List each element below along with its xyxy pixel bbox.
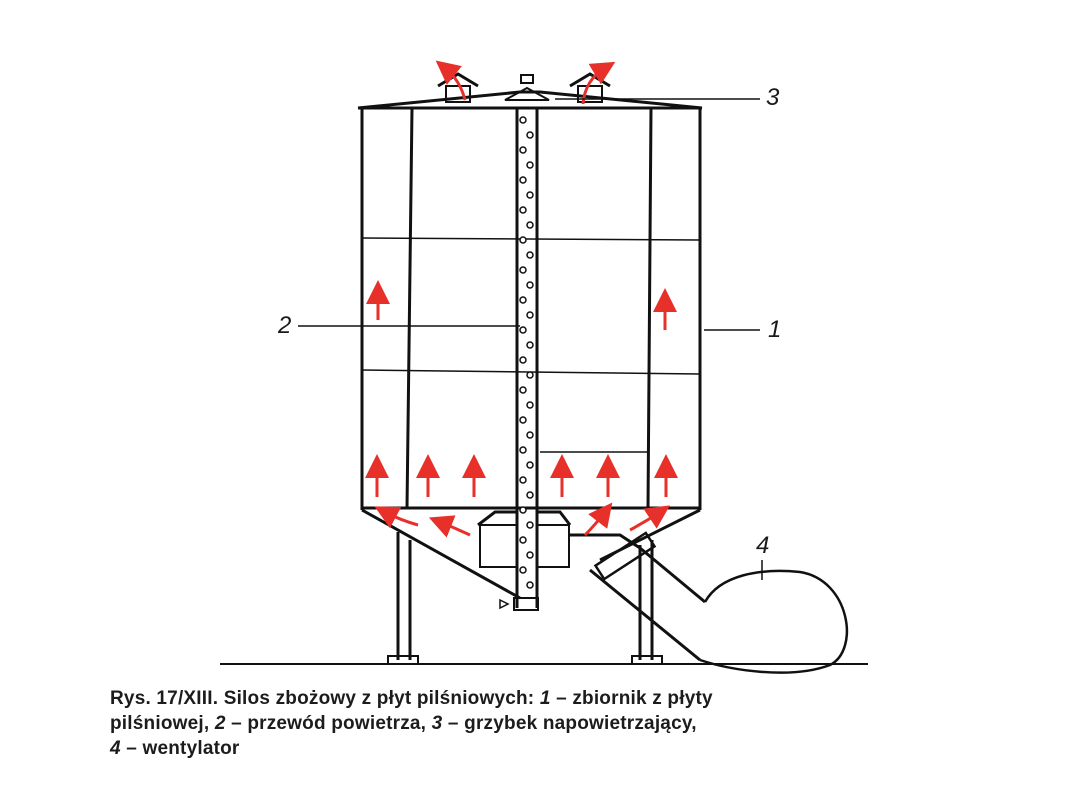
- silo-body: [220, 72, 868, 674]
- duct-perforations: [519, 116, 534, 589]
- label-1: 1: [768, 316, 782, 343]
- airflow-arrows: [365, 60, 678, 538]
- label-4: 4: [756, 532, 770, 559]
- label-3: 3: [766, 84, 780, 111]
- caption-line-1: Rys. 17/XIII. Silos zbożowy z płyt pilśn…: [110, 688, 713, 709]
- label-2: 2: [278, 312, 292, 339]
- caption-line-2: pilśniowej, 2 – przewód powietrza, 3 – g…: [110, 713, 697, 734]
- figure-caption: Rys. 17/XIII. Silos zbożowy z płyt pilśn…: [110, 686, 1010, 761]
- caption-line-3: 4 – wentylator: [110, 738, 240, 759]
- silo-diagram: [220, 60, 868, 674]
